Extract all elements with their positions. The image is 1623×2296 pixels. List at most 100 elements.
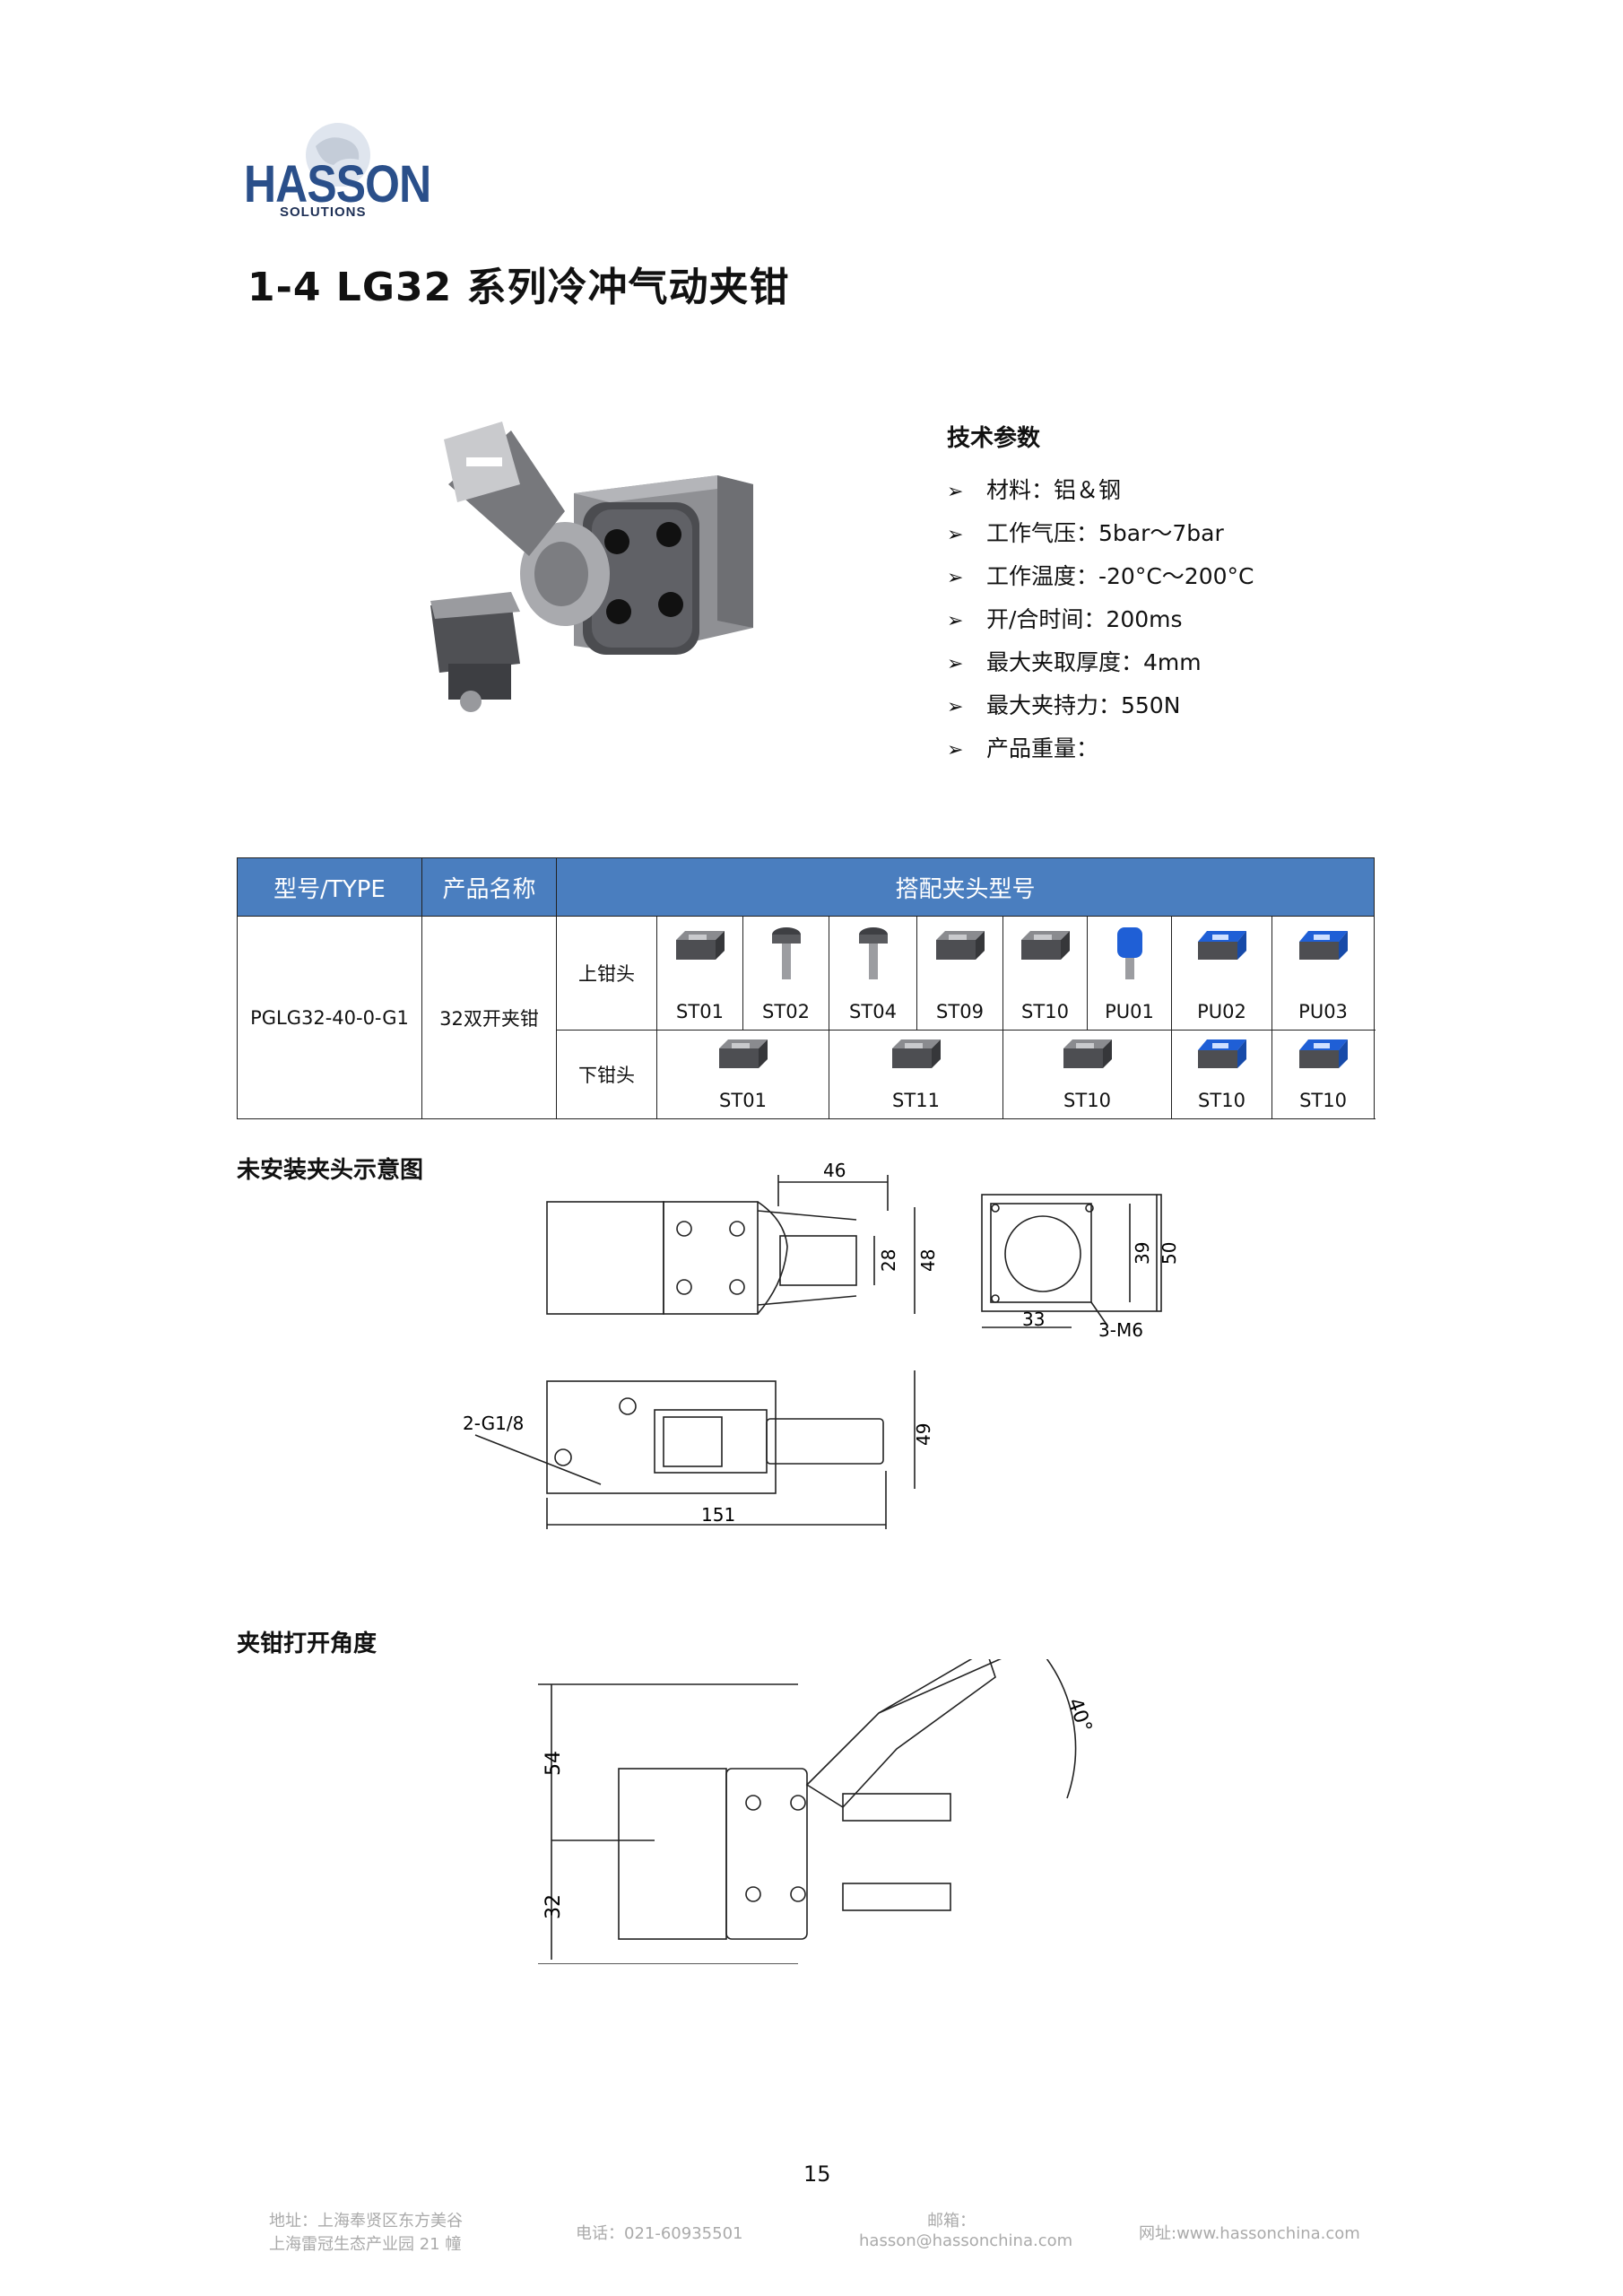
jaw-st01-icon [718,1039,768,1068]
jaw-pu02-icon [1197,931,1246,960]
dim-49: 49 [913,1423,934,1446]
upper-jaw-st04: ST04 [829,916,917,1031]
table-header-name: 产品名称 [421,857,557,917]
jaw-code: ST09 [936,1001,984,1022]
table-row: 下钳头 ST01 ST11 ST10 ST10 ST10 [238,1030,1376,1119]
upper-jaw-st10: ST10 [1002,916,1088,1031]
footer-address-2: 上海雷冠生态产业园 21 幢 [269,2235,462,2254]
jaw-st11-icon [891,1039,941,1068]
jaw-code: ST10 [1198,1090,1245,1111]
jaw-code: PU03 [1298,1001,1348,1022]
page-title: 1-4 LG32 系列冷冲气动夹钳 [247,265,790,310]
spec-item: ➢工作气压：5bar～7bar [947,512,1503,555]
dim-3-m6: 3-M6 [1098,1319,1143,1341]
table-header-row: 型号/TYPE 产品名称 搭配夹头型号 [237,857,1376,917]
upper-jaw-st01: ST01 [656,916,743,1031]
model-table: 型号/TYPE 产品名称 搭配夹头型号 PGLG32-40-0-G1 32双开夹… [237,857,1376,1119]
logo-word: HASSON [244,155,431,213]
page-number: 15 [803,2161,831,2187]
dim-2-g1-8: 2-G1/8 [463,1413,524,1434]
lower-jaw-st01: ST01 [656,1030,829,1119]
jaw-code: ST01 [676,1001,724,1022]
dim-48: 48 [917,1249,939,1272]
arrow-bullet-icon: ➢ [947,739,964,761]
dim-151: 151 [701,1504,735,1526]
logo-subtitle: SOLUTIONS [280,204,367,220]
spec-text: 最大夹持力：550N [986,692,1181,718]
upper-jaw-st02: ST02 [742,916,829,1031]
jaw-pu03-icon [1298,931,1348,960]
side-view-drawing: 46 28 48 [546,1160,939,1315]
footer-phone: 电话：021-60935501 [576,2224,743,2243]
upper-jaw-pu03: PU03 [1271,916,1376,1031]
jaw-st10-blue-icon [1197,1039,1246,1068]
opening-angle-drawing: 54 32 40° [538,1659,1096,1964]
specs-heading: 技术参数 [947,425,1041,452]
jaw-st01-icon [675,931,725,960]
product-image [430,422,753,712]
spec-item: ➢ 产品重量： [947,727,1503,770]
spec-item: ➢ 材料：铝＆钢 [947,469,1503,512]
lower-jaw-st11: ST11 [829,1030,1003,1119]
lower-jaw-st10-blue: ST10 [1171,1030,1272,1119]
jaw-st09-icon [935,931,985,960]
jaw-code: ST10 [1299,1090,1347,1111]
jaw-code: ST01 [719,1090,767,1111]
lower-jaw-label: 下钳头 [556,1030,657,1119]
upper-jaw-pu02: PU02 [1171,916,1272,1031]
jaw-code: ST10 [1021,1001,1069,1022]
spec-item: ➢工作温度：-20°C～200°C [947,555,1503,598]
upper-jaw-label: 上钳头 [556,916,657,1031]
jaw-code: ST10 [1063,1090,1111,1111]
jaw-code: ST02 [762,1001,810,1022]
footer-address-1: 地址：上海奉贤区东方美谷 [269,2212,463,2231]
spec-item: ➢ 最大夹持力：550N [947,684,1503,727]
company-logo: HASSON SOLUTIONS [244,115,431,222]
jaw-code: PU01 [1105,1001,1154,1022]
footer: 地址：上海奉贤区东方美谷 上海雷冠生态产业园 21 幢 电话：021-60935… [269,2208,1399,2280]
dim-54: 54 [542,1751,565,1776]
jaw-st10-icon [1063,1039,1112,1068]
spec-text: 产品重量： [986,735,1099,761]
section-title-uninstalled: 未安装夹头示意图 [237,1157,424,1184]
jaw-st04-icon [858,927,888,979]
arrow-bullet-icon: ➢ [947,653,964,675]
jaw-code: ST04 [849,1001,897,1022]
specs-list: ➢ 材料：铝＆钢 ➢工作气压：5bar～7bar ➢工作温度：-20°C～200°… [947,469,1503,770]
table-row: PGLG32-40-0-G1 32双开夹钳 上钳头 ST01 ST02 ST04… [237,916,1376,1119]
dim-28: 28 [878,1249,899,1272]
upper-jaw-pu01: PU01 [1087,916,1172,1031]
tech-specs: 技术参数 ➢ 材料：铝＆钢 ➢工作气压：5bar～7bar ➢工作温度：-20°C… [947,420,1503,770]
model-cell: PGLG32-40-0-G1 [237,916,422,1119]
lower-jaw-st10-blue-2: ST10 [1271,1030,1376,1119]
jaw-code: ST11 [892,1090,940,1111]
end-view-drawing: 33 3-M6 39 50 [981,1194,1180,1341]
upper-jaw-st09: ST09 [916,916,1003,1031]
spec-text: 开/合时间：200ms [986,606,1183,632]
dim-50: 50 [1159,1242,1180,1265]
jaw-pu01-icon [1116,927,1142,979]
dim-46: 46 [823,1160,846,1181]
jaw-st02-icon [771,927,801,979]
product-name-cell: 32双开夹钳 [421,916,557,1119]
footer-email-label: 邮箱： [927,2212,976,2231]
table-header-type: 型号/TYPE [237,857,422,917]
section-title-opening-angle: 夹钳打开角度 [237,1631,378,1657]
globe-icon [306,123,370,187]
jaw-code: PU02 [1197,1001,1246,1022]
dim-33: 33 [1022,1309,1045,1330]
lower-jaw-st10: ST10 [1002,1030,1172,1119]
spec-text: 材料：铝＆钢 [986,477,1122,503]
arrow-bullet-icon: ➢ [947,567,964,589]
dim-40-deg: 40° [1063,1695,1096,1735]
top-view-drawing: 2-G1/8 49 151 [463,1370,934,1529]
spec-item: ➢开/合时间：200ms [947,598,1503,641]
arrow-bullet-icon: ➢ [947,481,964,503]
dim-32: 32 [542,1894,565,1919]
spec-item: ➢最大夹取厚度：4mm [947,641,1503,684]
table-header-jaws: 搭配夹头型号 [555,857,1376,917]
arrow-bullet-icon: ➢ [947,696,964,718]
jaw-st10-icon [1020,931,1070,960]
jaw-st10-blue-icon [1298,1039,1348,1068]
footer-email: hasson@hassonchina.com [859,2231,1073,2250]
